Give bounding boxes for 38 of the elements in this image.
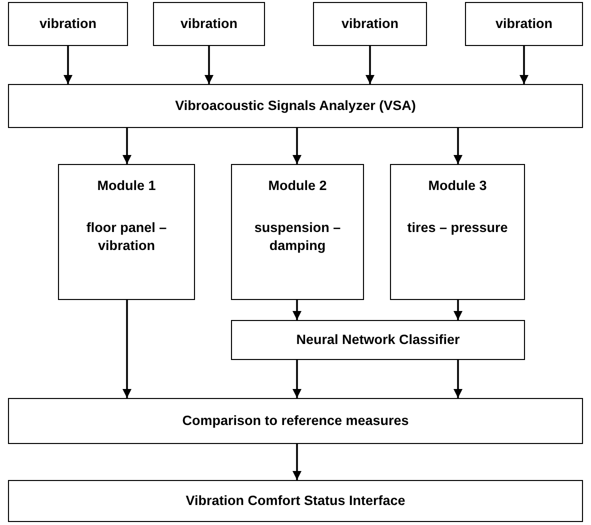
arrow: [454, 360, 462, 398]
box-title: Module 2: [268, 177, 327, 195]
arrow: [454, 300, 462, 320]
box-description: tires – pressure: [407, 219, 508, 238]
box-title: Module 1: [97, 177, 156, 195]
process-box: [8, 2, 128, 46]
arrow: [520, 46, 528, 84]
arrow: [292, 444, 302, 480]
process-box: [231, 320, 525, 360]
process-box: [8, 84, 583, 128]
box-description: suspension – damping: [253, 219, 342, 256]
arrow: [292, 300, 302, 320]
box-description: floor panel – vibration: [85, 219, 168, 256]
process-box: [313, 2, 427, 46]
arrow: [292, 360, 302, 398]
box-title: vibration: [39, 14, 96, 33]
box-title: vibration: [495, 14, 552, 33]
box-title: Vibration Comfort Status Interface: [186, 492, 406, 510]
process-box: [465, 2, 583, 46]
arrow: [122, 300, 132, 398]
box-title: vibration: [341, 14, 398, 33]
arrow: [204, 46, 214, 84]
process-box: [8, 398, 583, 444]
box-title: Neural Network Classifier: [296, 330, 460, 349]
process-box: [153, 2, 265, 46]
arrow: [292, 128, 302, 164]
arrow: [122, 128, 132, 164]
arrow: [64, 46, 72, 84]
box-title: Module 3: [428, 177, 487, 195]
process-box: [58, 164, 195, 300]
box-title: Comparison to reference measures: [182, 412, 409, 430]
box-title: vibration: [180, 14, 238, 33]
process-box: [8, 480, 583, 522]
box-title: Vibroacoustic Signals Analyzer (VSA): [175, 96, 416, 115]
arrow: [454, 128, 462, 164]
arrow: [366, 46, 374, 84]
process-box: [231, 164, 364, 300]
process-box: [390, 164, 525, 300]
